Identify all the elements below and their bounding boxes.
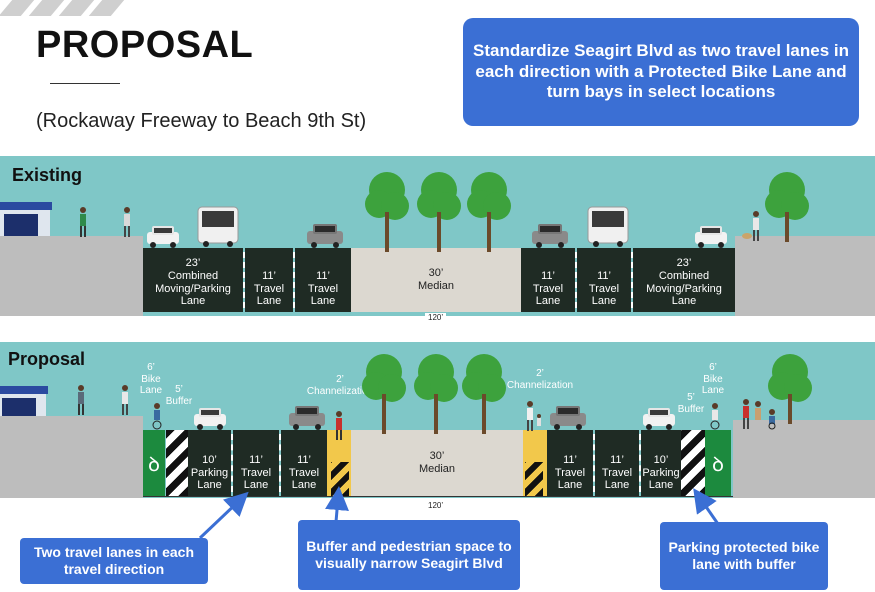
existing-lane-1: 23’Combined Moving/Parking Lane	[143, 248, 243, 312]
proposal-lane-6: 11’Travel Lane	[595, 430, 639, 496]
existing-median: 30’Median	[351, 248, 521, 312]
title-divider	[50, 83, 120, 84]
buffer-left-label: 5’Buffer	[165, 384, 193, 407]
pedestrian-icon	[743, 399, 776, 430]
proposal-label: Proposal	[8, 349, 86, 369]
sidewalk-left	[0, 236, 143, 316]
lane-marking	[593, 434, 597, 492]
car-icon	[289, 406, 325, 430]
arrow-icon	[198, 491, 249, 540]
bicycle-icon: ꝺ	[712, 453, 724, 476]
proposal-median: 30’Median	[351, 430, 523, 496]
car-icon	[550, 406, 586, 430]
sidewalk-right	[733, 420, 875, 498]
sidewalk-left	[0, 416, 143, 498]
lane-marking	[575, 252, 579, 308]
tree-icon	[362, 354, 506, 434]
existing-lane-5: 11’Travel Lane	[521, 248, 575, 312]
lane-marking	[293, 252, 297, 308]
car-icon	[147, 226, 179, 248]
pedestrian-icon	[742, 211, 759, 241]
buffer-right-label: 5’Buffer	[677, 392, 705, 415]
lane-marking	[243, 252, 247, 308]
bike-lane-right: ꝺ	[705, 430, 731, 496]
cyclist-icon	[152, 403, 162, 430]
proposal-total-width: 120’	[425, 501, 447, 510]
callout-travel-lanes: Two travel lanes in each travel directio…	[20, 538, 208, 584]
buffer-left	[166, 430, 188, 496]
car-icon	[532, 224, 568, 248]
bike-lane-right-label: 6’Bike Lane	[701, 362, 725, 396]
lane-marking	[639, 434, 643, 492]
cyclist-icon	[710, 403, 720, 430]
lane-marking	[279, 434, 283, 492]
bicycle-icon: ꝺ	[148, 453, 160, 476]
tree-icon	[365, 172, 511, 252]
proposal-section: Proposal ꝺ ꝺ 10’Parking Lane 11’Travel L…	[0, 342, 875, 498]
pedestrian-icon	[122, 385, 128, 415]
lane-marking	[631, 252, 635, 308]
proposal-lane-7: 10’Parking Lane	[641, 430, 681, 496]
page-title: PROPOSAL	[36, 24, 254, 66]
existing-label: Existing	[12, 165, 83, 185]
car-icon	[307, 224, 343, 248]
car-icon	[643, 408, 675, 430]
bus-icon	[197, 206, 239, 247]
channelization-hatch	[525, 462, 543, 496]
callout-buffer: Buffer and pedestrian space to visually …	[298, 520, 520, 590]
pedestrian-icon	[80, 207, 86, 237]
dimension-line	[143, 496, 733, 497]
callout-bike-lane: Parking protected bike lane with buffer	[660, 522, 828, 590]
bike-lane-left-label: 6’Bike Lane	[139, 362, 163, 396]
existing-section: Existing 23’Combined Moving/Parking Lane…	[0, 156, 875, 316]
bike-lane-left: ꝺ	[143, 430, 165, 496]
proposal-lane-1: 10’Parking Lane	[188, 430, 231, 496]
proposal-lane-2: 11’Travel Lane	[233, 430, 279, 496]
channelization-left-label: 2’Channelization	[306, 374, 374, 397]
channelization-right-label: 2’Channelization	[506, 368, 574, 391]
tree-icon	[768, 354, 812, 424]
car-icon	[695, 226, 727, 248]
existing-lane-7: 23’Combined Moving/Parking Lane	[633, 248, 735, 312]
bus-icon	[587, 206, 629, 247]
pedestrian-icon	[124, 207, 130, 237]
buffer-right	[681, 430, 705, 496]
car-icon	[194, 408, 226, 430]
arrow-icon	[693, 488, 720, 525]
proposal-lane-3: 11’Travel Lane	[281, 430, 327, 496]
callout-summary: Standardize Seagirt Blvd as two travel l…	[463, 18, 859, 126]
pedestrian-icon	[336, 411, 342, 440]
lane-marking	[231, 434, 235, 492]
existing-lane-3: 11’Travel Lane	[295, 248, 351, 312]
existing-lane-6: 11’Travel Lane	[577, 248, 631, 312]
tree-icon	[765, 172, 809, 242]
proposal-lane-5: 11’Travel Lane	[547, 430, 593, 496]
existing-total-width: 120’	[425, 313, 447, 322]
pedestrian-icon	[78, 385, 84, 415]
sidewalk-right	[735, 236, 875, 316]
arrow-icon	[325, 486, 349, 523]
existing-lane-2: 11’Travel Lane	[245, 248, 293, 312]
pedestrian-icon	[527, 401, 541, 431]
page-subtitle: (Rockaway Freeway to Beach 9th St)	[36, 110, 367, 132]
